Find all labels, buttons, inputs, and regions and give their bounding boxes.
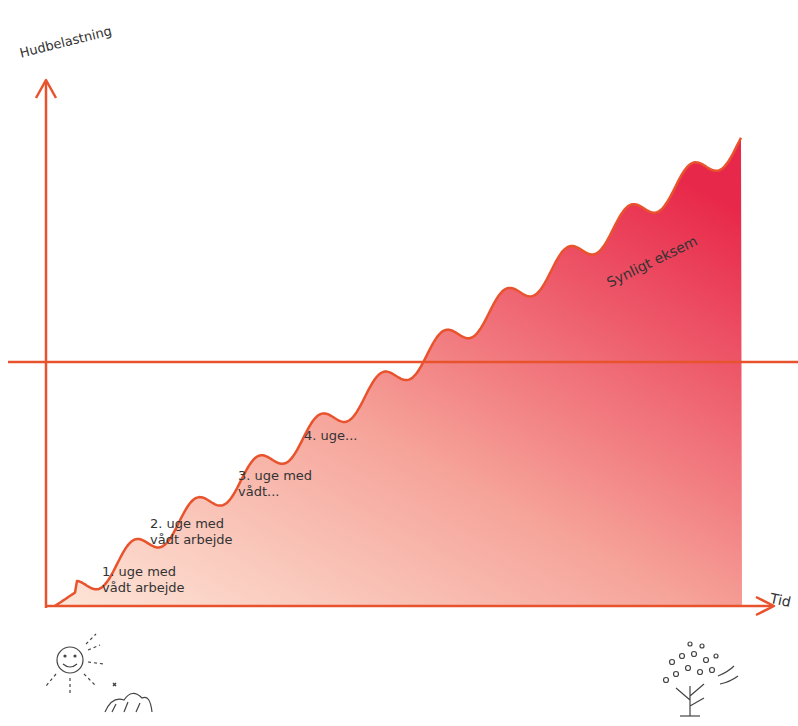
sun-icon	[46, 634, 152, 712]
y-axis	[45, 82, 48, 608]
week-label: 3. uge med vådt...	[238, 468, 328, 499]
week-label: 2. uge med vådt arbejde	[150, 516, 248, 547]
load-area	[55, 138, 742, 606]
threshold-line	[8, 361, 798, 364]
week-label: 4. uge...	[304, 428, 357, 444]
load-curve	[55, 138, 741, 606]
week-label: 1. uge med vådt arbejde	[102, 564, 200, 595]
x-axis	[46, 605, 772, 608]
plant-icon	[664, 642, 739, 716]
y-arrowhead	[36, 80, 56, 98]
axis-label: Hudbelastning	[18, 23, 113, 61]
